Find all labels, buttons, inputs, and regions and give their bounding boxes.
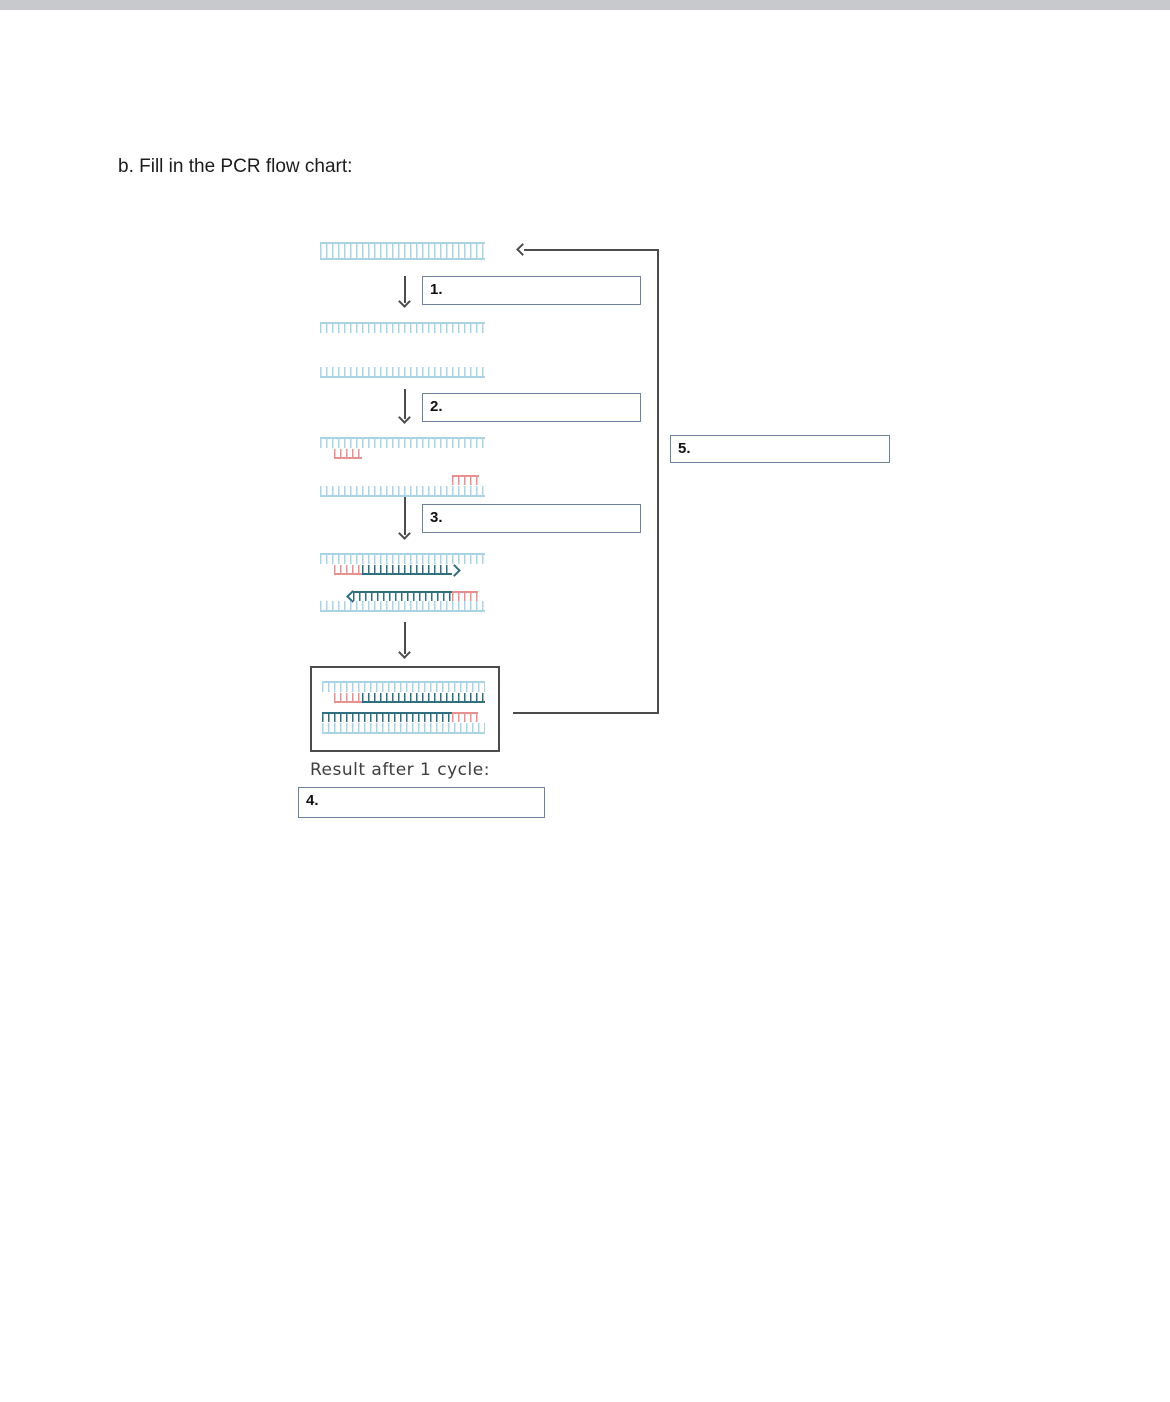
forward-primer [334,565,362,575]
answer-box-4[interactable]: 4. [298,787,545,818]
down-arrow-line [404,276,406,303]
question-title: b. Fill in the PCR flow chart: [118,156,353,177]
result-duplex2-primer [452,712,478,722]
cycle-loop-line-bottom [513,712,659,714]
new-strand-extending-right [362,565,452,575]
answer-box-5[interactable]: 5. [670,435,890,463]
result-duplex2-template [322,723,485,734]
result-duplex1-primer [334,693,362,703]
result-duplex2-new-strand [322,712,452,722]
cycle-loop-line-top [524,249,658,251]
down-arrow-icon [398,527,411,540]
annealing-template-bottom [320,486,485,497]
result-duplex1-new-strand [362,693,485,703]
reverse-primer [452,475,479,485]
answer-box-2-label: 2. [430,398,443,415]
top-bar [0,0,1170,10]
cycle-loop-arrow-icon [516,243,529,256]
answer-box-5-label: 5. [678,440,691,457]
down-arrow-icon [398,646,411,659]
cycle-loop-line-right [657,249,659,713]
result-box [310,666,500,752]
denatured-strand-bottom [320,367,485,378]
extension-template-top [320,553,485,564]
answer-box-3[interactable]: 3. [422,504,641,533]
reverse-primer [452,591,478,601]
down-arrow-line [404,389,406,419]
dsdna-template-strand [320,242,485,260]
down-arrow-line [404,622,406,654]
answer-box-1[interactable]: 1. [422,276,641,305]
result-caption: Result after 1 cycle: [310,760,490,780]
result-duplex1-template [322,681,485,692]
annealing-template-top [320,437,485,448]
answer-box-2[interactable]: 2. [422,393,641,422]
forward-primer [334,449,362,459]
denatured-strand-top [320,322,485,333]
down-arrow-icon [398,295,411,308]
answer-box-1-label: 1. [430,281,443,298]
extension-template-bottom [320,601,485,612]
answer-box-4-label: 4. [306,792,319,809]
answer-box-3-label: 3. [430,509,443,526]
new-strand-extending-left [353,591,452,601]
down-arrow-icon [398,411,411,424]
down-arrow-line [404,497,406,535]
